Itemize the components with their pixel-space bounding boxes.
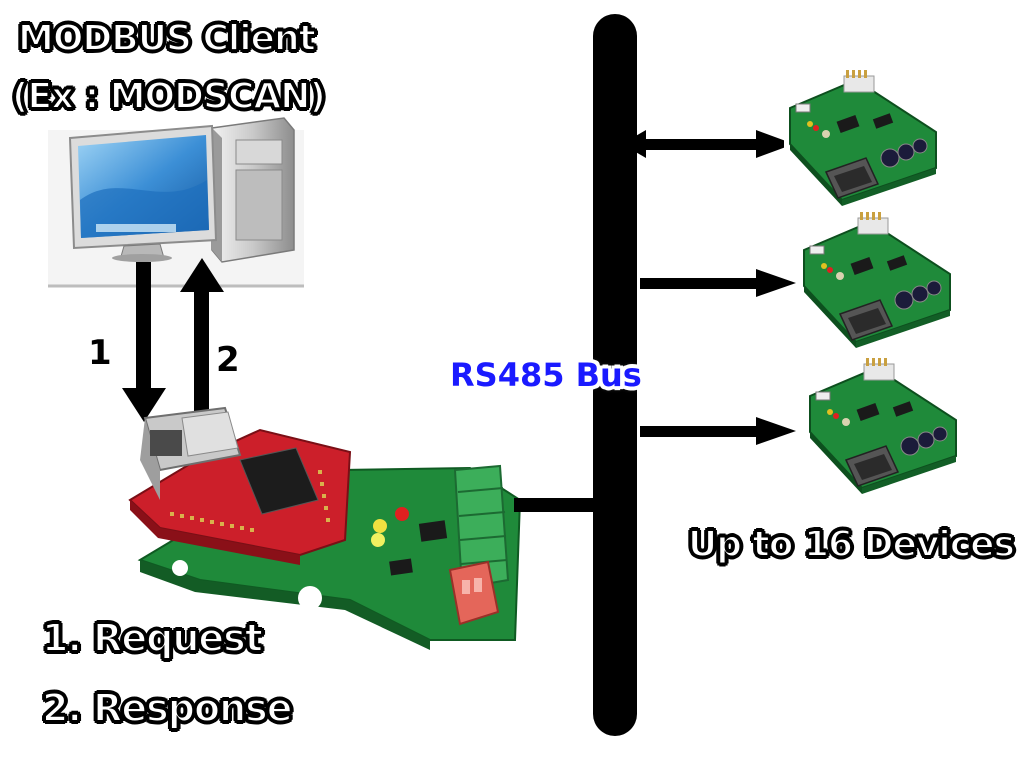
tower-case (211, 117, 295, 263)
computer-image (48, 117, 304, 288)
devices-label: Up to 16 Devices (687, 523, 1016, 566)
response-arrow (180, 258, 224, 412)
device-arrow-3 (640, 417, 796, 445)
device-board-3 (804, 356, 966, 494)
device-arrow-2 (640, 269, 796, 297)
monitor (68, 124, 218, 262)
device-board-2 (798, 210, 960, 348)
gateway-board-image (128, 406, 522, 650)
legend-response: 2. Response (41, 685, 294, 731)
legend-request: 1. Request (41, 615, 264, 661)
terminal-block (453, 464, 510, 590)
client-title: MODBUS Client (17, 17, 317, 60)
rj45-jack (140, 406, 242, 500)
request-arrow (122, 262, 166, 422)
client-example: (Ex : MODSCAN) (11, 75, 327, 118)
device-board-1 (784, 68, 946, 206)
request-arrow-number: 1 (88, 333, 112, 373)
response-arrow-number: 2 (216, 340, 240, 380)
device-arrow-1 (622, 130, 794, 158)
bus-label: RS485 Bus (450, 356, 642, 394)
